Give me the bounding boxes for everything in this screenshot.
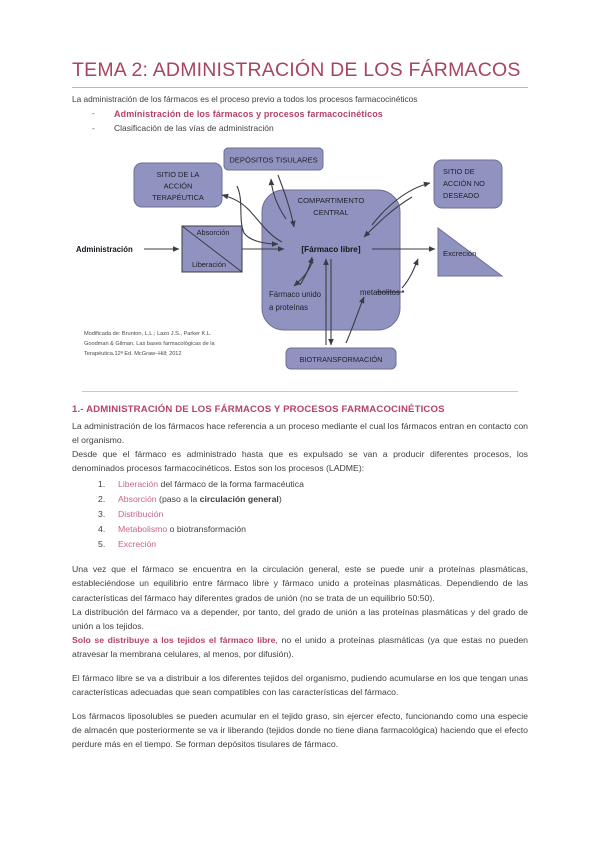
liberation-label: Liberación	[192, 260, 226, 269]
outline-list: - Admínistración de los fármacos y proce…	[72, 107, 528, 135]
ladme-item-5: 5. Excreción	[72, 537, 528, 552]
adverse-site-box	[433, 159, 503, 209]
arrow-from-protein-bound	[299, 256, 314, 285]
biotransformation-box	[285, 347, 397, 370]
page-title: TEMA 2: ADMINISTRACIÓN DE LOS FÁRMACOS	[72, 59, 521, 81]
diagram-svg: DEPÓSITOS TISULARES SITIO DE LA ACCIÓN T…	[76, 147, 504, 370]
ladme-list: 1. Liberación del fármaco de la forma fa…	[72, 477, 528, 552]
section-1-paragraph-6: El fármaco libre se va a distribuir a lo…	[72, 672, 528, 698]
arrow-to-adverse-site	[371, 181, 431, 225]
ladme-item-4-number: 4.	[98, 524, 106, 535]
tissue-deposits-box	[223, 147, 324, 171]
ladme-item-3: 3. Distribución	[72, 507, 528, 522]
therapeutic-site-label-1: SITIO DE LA	[157, 170, 200, 179]
central-compartment-label-2: CENTRAL	[313, 208, 348, 217]
outline-item-2-label: Clasificación de las vías de administrac…	[114, 123, 274, 134]
therapeutic-site-box	[133, 162, 223, 208]
adverse-site-label-3: DESEADO	[443, 191, 479, 200]
tissue-deposits-label: DEPÓSITOS TISULARES	[229, 155, 317, 164]
section-1-paragraph-3: Una vez que el fármaco se encuentra en l…	[72, 564, 528, 603]
ladme-item-1-rest: del fármaco de la forma farmacéutica	[158, 479, 304, 490]
excretion-label: Excreción	[443, 249, 476, 258]
arrow-to-tissue-deposits	[268, 178, 287, 219]
adverse-site-label-2: ACCIÓN NO	[443, 179, 485, 188]
outline-item-2: - Clasificación de las vías de administr…	[72, 122, 528, 136]
citation-line-2: Goodman & Gilman, Las bases farmacológic…	[84, 341, 215, 347]
arrow-from-therapeutic-site	[236, 185, 279, 247]
pharmacokinetics-diagram: DEPÓSITOS TISULARES SITIO DE LA ACCIÓN T…	[72, 145, 528, 392]
section-1-paragraph-2: Desde que el fármaco es administrado has…	[72, 449, 528, 474]
outline-item-1-label: Admínistración de los fármacos y proceso…	[114, 109, 383, 120]
central-compartment-label-1: COMPARTIMENTO	[298, 196, 365, 205]
section-1-heading: 1.- ADMINISTRACIÓN DE LOS FÁRMACOS Y PRO…	[72, 403, 445, 415]
citation-line-3: Terapéutica.12ª Ed. McGraw–Hill; 2012	[84, 350, 182, 357]
ladme-item-2-rest-pre: (paso a la	[156, 494, 200, 505]
ladme-item-1: 1. Liberación del fármaco de la forma fa…	[72, 477, 528, 492]
ladme-item-3-number: 3.	[98, 509, 106, 520]
ladme-item-4: 4. Metabolismo o biotransformación	[72, 522, 528, 537]
biotransformation-label: BIOTRANSFORMACIÓN	[300, 355, 383, 364]
adverse-site-label-1: SITIO DE	[443, 167, 475, 176]
citation-line-1: Modificada de: Brunton, L.L.; Lazo J.S.,…	[84, 331, 212, 337]
section-1-paragraph-7: Los fármacos liposolubles se pueden acum…	[72, 711, 528, 750]
intro-text: La administración de los fármacos es el …	[72, 94, 418, 105]
ladme-item-2: 2. Absorción (paso a la circulación gene…	[72, 492, 528, 507]
therapeutic-site-label-3: TERAPÉUTICA	[152, 193, 204, 202]
protein-bound-label-1: Fármaco unido	[269, 290, 322, 299]
arrow-metabolites-to-excretion	[401, 258, 419, 289]
section-1-paragraph-4: La distribución del fármaco va a depende…	[72, 606, 528, 631]
protein-bound-label-2: a proteínas	[269, 303, 308, 312]
metabolites-label: metabolitos	[360, 288, 400, 297]
diagram-divider	[82, 390, 518, 392]
ladme-item-4-rest: o biotransformación	[167, 524, 246, 535]
arrow-from-tissue-deposits	[277, 174, 296, 228]
arrow-biotransformation-to-metabolites	[345, 296, 365, 343]
ladme-item-2-number: 2.	[98, 494, 106, 505]
ladme-item-2-key: Absorción	[118, 494, 157, 505]
free-drug-label: [Fármaco libre]	[301, 245, 360, 254]
document-content: TEMA 2: ADMINISTRACIÓN DE LOS FÁRMACOS L…	[72, 59, 528, 751]
absorption-label: Absorción	[197, 228, 230, 237]
ladme-item-5-key: Excreción	[118, 539, 157, 550]
absorption-divider-line	[181, 225, 243, 273]
title-divider	[72, 87, 528, 89]
excretion-triangle	[437, 226, 504, 277]
arrow-from-adverse-site	[363, 196, 413, 238]
administration-label: Administración	[76, 245, 133, 254]
ladme-item-4-key: Metabolismo	[118, 524, 168, 535]
ladme-item-2-rest-post: )	[278, 494, 282, 505]
ladme-item-5-number: 5.	[98, 539, 106, 550]
therapeutic-site-label-2: ACCIÓN	[164, 181, 193, 190]
outline-item-1: - Admínistración de los fármacos y proce…	[72, 107, 528, 122]
section-1-paragraph-5-rest: , no el unido a proteínas plasmáticas (y…	[72, 634, 528, 659]
section-1-paragraph-5: Solo se distribuye a los tejidos el fárm…	[72, 633, 528, 661]
section-1-paragraph-5-emphasis: Solo se distribuye a los tejidos el fárm…	[72, 634, 276, 645]
dash-bullet-icon: -	[92, 123, 95, 134]
arrow-to-therapeutic-site	[221, 193, 283, 243]
ladme-item-1-number: 1.	[98, 479, 106, 490]
ladme-item-2-emphasis: circulación general	[199, 494, 279, 505]
ladme-item-1-key: Liberación	[118, 479, 159, 490]
section-1-paragraph-1: La administración de los fármacos hace r…	[72, 421, 528, 446]
dash-bullet-icon: -	[92, 108, 95, 119]
ladme-item-3-key: Distribución	[118, 509, 164, 520]
